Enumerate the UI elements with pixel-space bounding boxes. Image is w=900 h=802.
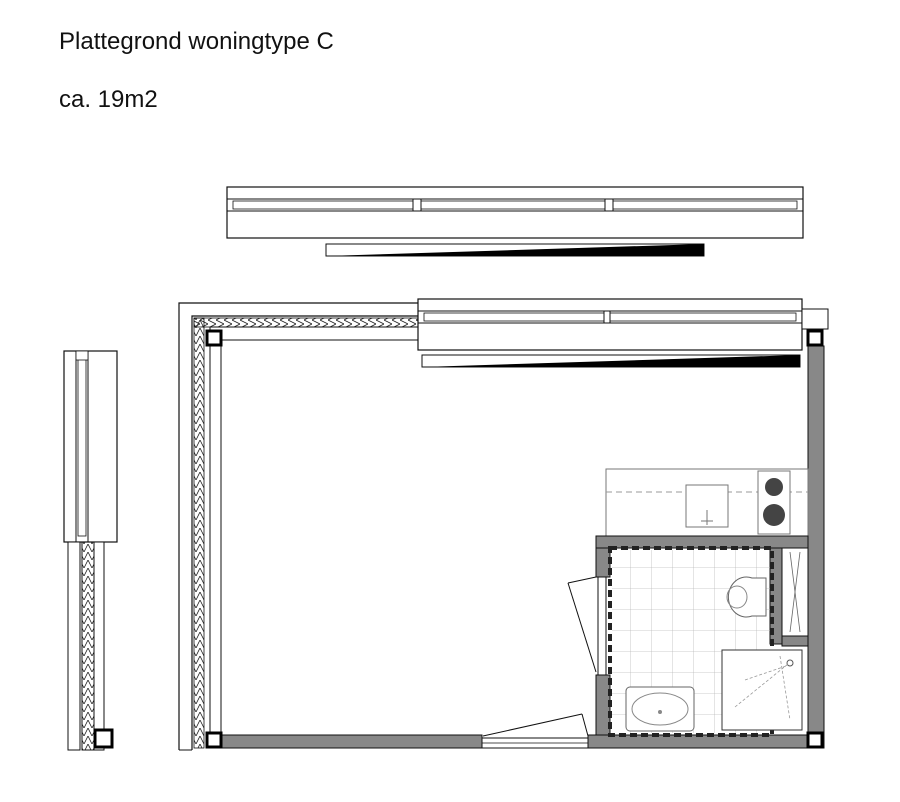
column-bottom-left [205,731,223,749]
bathroom-waterproofing [608,546,774,737]
toilet-icon [726,576,767,618]
sliding-screen-top [325,243,705,257]
shower-icon [721,649,803,731]
kitchen-counter [605,468,809,537]
column-bottom-right [806,731,824,749]
outer-wall-left-top [178,302,419,750]
outer-wall-right [801,308,829,749]
area-label: ca. 19m2 [59,86,158,113]
top-window-elevation [226,186,804,239]
bathroom-door [567,576,607,676]
plan-window-top [417,298,803,351]
burner-icon [763,504,785,526]
bathroom-sink-icon [625,686,695,732]
plan-title: Plattegrond woningtype C [59,28,334,55]
entrance-door [481,713,589,749]
burner-icon [765,478,783,496]
left-side-elevation [63,350,118,751]
column-top-right [806,329,824,347]
column-top-left [205,329,223,347]
outer-wall-bottom [179,734,825,751]
sliding-screen-plan [421,354,801,368]
